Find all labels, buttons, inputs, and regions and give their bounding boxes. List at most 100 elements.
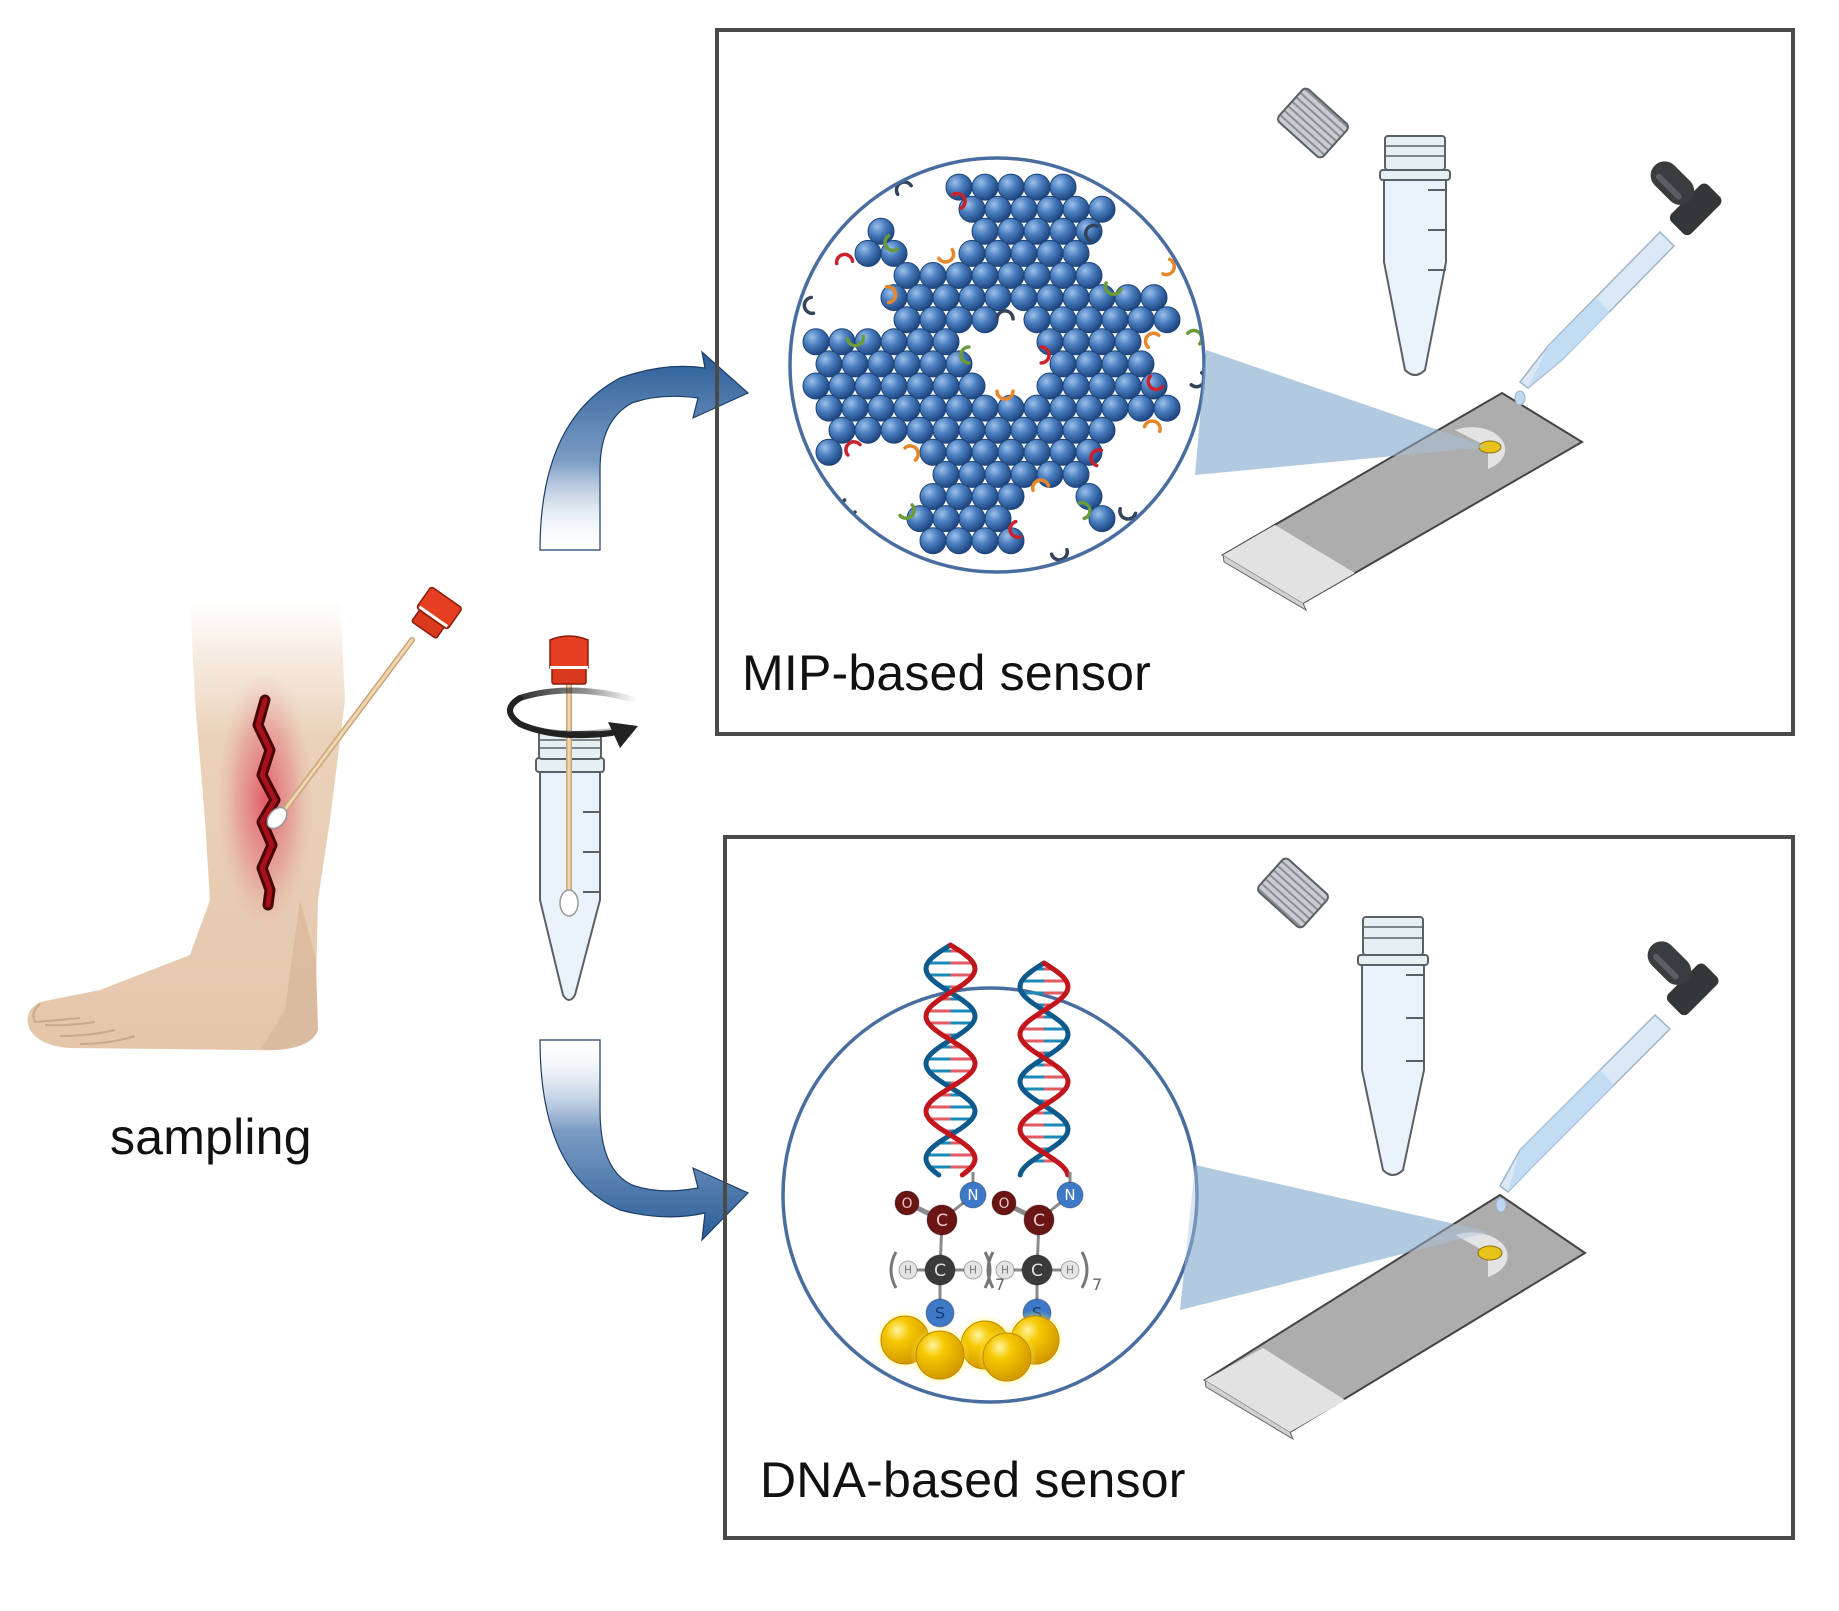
polymer-sphere — [932, 505, 960, 533]
carbonyl-carbon-label: C — [936, 1211, 948, 1231]
polymer-sphere — [854, 328, 882, 356]
polymer-sphere — [880, 328, 908, 356]
polymer-sphere — [971, 306, 999, 334]
repeat-subscript: 7 — [1092, 1275, 1102, 1294]
polymer-sphere — [984, 239, 1012, 267]
polymer-sphere — [1088, 505, 1116, 533]
binding-site — [845, 334, 866, 348]
polymer-sphere — [997, 483, 1025, 510]
polymer-sphere — [1023, 262, 1051, 289]
polymer-sphere — [958, 239, 986, 267]
polymer-sphere — [854, 239, 882, 267]
binding-site — [898, 503, 916, 520]
tube-cap-icon — [1257, 857, 1329, 929]
polymer-sphere — [867, 394, 895, 422]
tube-cap-icon — [1277, 87, 1349, 159]
binding-site — [1030, 478, 1051, 493]
polymer-sphere — [828, 328, 856, 356]
polymer-sphere — [1062, 416, 1090, 444]
carbon-label: C — [934, 1261, 946, 1281]
polymer-sphere — [984, 284, 1012, 312]
nitrogen-label: N — [1064, 1186, 1075, 1204]
polymer-sphere — [958, 372, 986, 400]
polymer-sphere — [1088, 372, 1116, 400]
polymer-sphere — [867, 217, 895, 245]
polymer-sphere — [997, 173, 1025, 201]
polymer-sphere — [1036, 460, 1064, 488]
polymer-sphere — [1010, 416, 1038, 444]
polymer-sphere — [1140, 284, 1168, 312]
polymer-sphere — [1023, 173, 1051, 201]
mip-panel-title: MIP-based sensor — [742, 645, 1151, 701]
binding-site — [844, 440, 862, 457]
curved-arrow-up-icon — [539, 350, 750, 551]
binding-site — [883, 234, 900, 253]
repeat-subscript: 7 — [995, 1275, 1005, 1294]
dna-zoom-view — [781, 986, 1199, 1404]
polymer-sphere — [1114, 284, 1142, 312]
polymer-sphere — [919, 483, 947, 510]
polymer-sphere — [1114, 328, 1142, 356]
polymer-sphere — [893, 306, 921, 334]
polymer-sphere — [919, 394, 947, 422]
polymer-sphere — [945, 262, 973, 289]
polymer-sphere — [815, 350, 843, 378]
hydrogen-atom — [1060, 1260, 1080, 1280]
polymer-sphere — [854, 372, 882, 400]
polymer-sphere — [815, 438, 843, 466]
electrode-strip-icon — [1195, 350, 1584, 612]
polymer-sphere — [1036, 328, 1064, 356]
polymer-sphere — [958, 460, 986, 488]
oxygen-label: O — [902, 1196, 913, 1212]
swab-cap — [549, 635, 589, 685]
binding-site — [995, 389, 1015, 401]
polymer-sphere — [906, 328, 934, 356]
hydrogen-label: H — [1001, 1265, 1009, 1277]
binding-site — [1077, 500, 1092, 521]
polymer-sphere — [880, 416, 908, 444]
polymer-sphere — [984, 195, 1012, 223]
polymer-sphere — [945, 394, 973, 422]
polymer-sphere — [958, 416, 986, 444]
carbonyl-carbon-atom — [1023, 1204, 1055, 1236]
binding-site — [995, 309, 1015, 321]
polymer-sphere — [1062, 239, 1090, 267]
binding-site — [950, 191, 967, 210]
binding-site — [937, 247, 956, 264]
polymer-sphere — [1153, 306, 1181, 334]
polymer-sphere — [932, 328, 960, 356]
polymer-sphere — [1062, 328, 1090, 356]
polymer-sphere — [1036, 239, 1064, 267]
dropper-icon — [1514, 161, 1722, 406]
polymer-sphere — [1101, 306, 1129, 334]
polymer-sphere — [1101, 394, 1129, 422]
polymer-sphere — [1062, 460, 1090, 488]
dna-helix-icon — [923, 942, 978, 1178]
binding-site — [1049, 547, 1070, 562]
polymer-sphere — [919, 306, 947, 334]
oxygen-label: O — [999, 1196, 1010, 1212]
polymer-sphere — [841, 350, 869, 378]
polymer-sphere — [1023, 394, 1051, 422]
binding-site — [1008, 519, 1023, 540]
polymer-sphere — [984, 416, 1012, 444]
polymer-sphere — [1049, 217, 1077, 245]
polymer-sphere — [945, 306, 973, 334]
polymer-sphere — [841, 394, 869, 422]
polymer-sphere — [1088, 416, 1116, 444]
dna-panel-title: DNA-based sensor — [760, 1452, 1186, 1508]
sulfur-label: S — [935, 1304, 945, 1323]
polymer-sphere — [971, 483, 999, 510]
repeat-bracket — [986, 1251, 995, 1289]
sampling-label: sampling — [110, 1109, 312, 1165]
polymer-sphere — [1062, 195, 1090, 223]
carbonyl-carbon-label: C — [1033, 1211, 1045, 1231]
polymer-sphere — [893, 394, 921, 422]
carbon-label: C — [1031, 1261, 1043, 1281]
carbon-atom — [1021, 1254, 1053, 1286]
polymer-sphere — [997, 438, 1025, 466]
oxygen-atom — [991, 1190, 1017, 1216]
nitrogen-atom — [959, 1181, 987, 1209]
hydrogen-atom — [898, 1260, 918, 1280]
